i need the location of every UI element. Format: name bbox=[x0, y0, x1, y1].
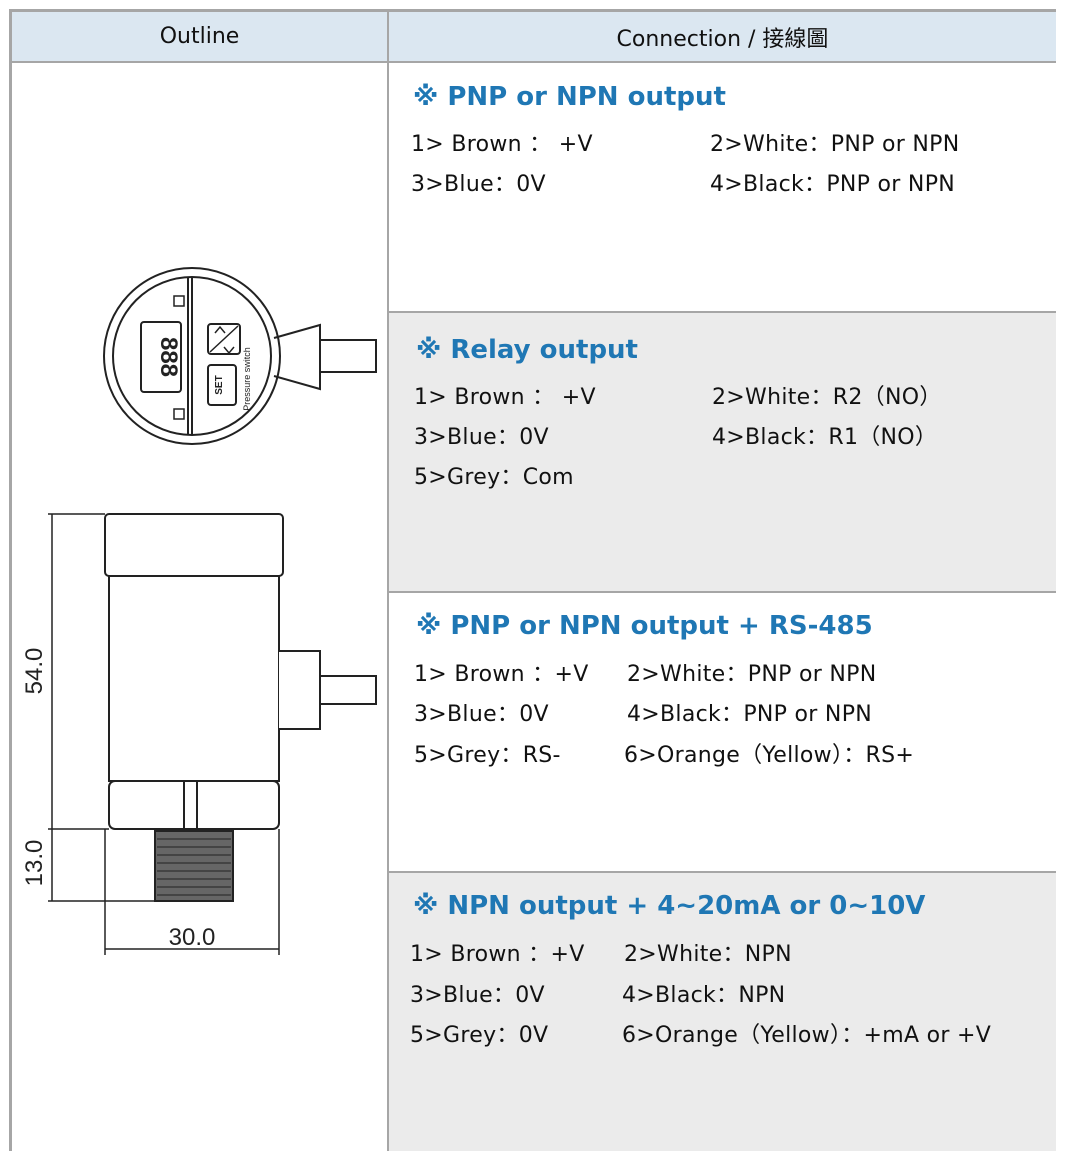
side-thread bbox=[154, 830, 234, 902]
wire-line: 5>Grey：Com bbox=[414, 465, 574, 490]
wire-line: 2>White：PNP or NPN bbox=[710, 132, 960, 157]
display-digits: 888 bbox=[155, 337, 182, 377]
wire-line: 4>Black：PNP or NPN bbox=[710, 172, 956, 197]
wire-line: 3>Blue：0V bbox=[410, 983, 545, 1008]
dim-height-label: 54.0 bbox=[21, 648, 48, 695]
wire-line: 6>Orange（Yellow）：RS+ bbox=[624, 743, 915, 768]
outline-column: 888 SET Pressure switch bbox=[12, 63, 389, 1151]
wire-line: 4>Black：NPN bbox=[622, 983, 786, 1008]
section-relay: ※ Relay output 1> Brown ： +V 2>White：R2（… bbox=[389, 313, 1056, 593]
set-label: SET bbox=[214, 375, 225, 394]
wire-line: 4>Black：R1（NO） bbox=[712, 425, 938, 450]
brand-text: Pressure switch bbox=[242, 347, 252, 411]
side-hex-nut bbox=[108, 780, 280, 830]
section-title: ※ PNP or NPN output bbox=[413, 82, 726, 112]
spec-table: Outline Connection / 接線圖 bbox=[9, 9, 1056, 1151]
dim-width-label: 30.0 bbox=[169, 924, 216, 951]
display-window bbox=[140, 321, 182, 393]
outline-drawing: 888 SET Pressure switch bbox=[21, 267, 377, 955]
wire-line: 2>White：PNP or NPN bbox=[627, 662, 877, 687]
section-pnp-npn: ※ PNP or NPN output 1> Brown ： +V 2>Whit… bbox=[389, 63, 1056, 313]
wire-line: 3>Blue：0V bbox=[411, 172, 546, 197]
wire-line: 2>White：R2（NO） bbox=[712, 385, 942, 410]
top-cable bbox=[319, 339, 377, 373]
outline-header: Outline bbox=[12, 12, 389, 63]
side-body bbox=[108, 575, 280, 782]
connection-header: Connection / 接線圖 bbox=[389, 12, 1056, 63]
wire-line: 5>Grey：0V bbox=[410, 1023, 549, 1048]
wire-line: 6>Orange（Yellow）：+mA or +V bbox=[622, 1023, 992, 1048]
wire-line: 1> Brown ：+V bbox=[410, 942, 585, 967]
wire-line: 1> Brown ：+V bbox=[414, 662, 589, 687]
wire-line: 1> Brown ： +V bbox=[414, 385, 596, 410]
arrow-button bbox=[207, 323, 241, 355]
wire-line: 5>Grey：RS- bbox=[414, 743, 561, 768]
wire-line: 2>White：NPN bbox=[624, 942, 792, 967]
wire-line: 3>Blue：0V bbox=[414, 702, 549, 727]
section-title: ※ Relay output bbox=[416, 335, 638, 365]
dim-thread-label: 13.0 bbox=[21, 840, 48, 887]
wire-line: 4>Black：PNP or NPN bbox=[627, 702, 873, 727]
side-cable bbox=[319, 675, 377, 705]
section-rs485: ※ PNP or NPN output + RS-485 1> Brown ：+… bbox=[389, 593, 1056, 873]
wire-line: 3>Blue：0V bbox=[414, 425, 549, 450]
side-cable-neck bbox=[279, 650, 321, 730]
wire-line: 1> Brown ： +V bbox=[411, 132, 593, 157]
section-title: ※ NPN output + 4~20mA or 0~10V bbox=[413, 891, 926, 921]
set-button-outline bbox=[207, 364, 237, 406]
section-title: ※ PNP or NPN output + RS-485 bbox=[416, 611, 873, 641]
side-cap bbox=[104, 513, 284, 577]
section-analog: ※ NPN output + 4~20mA or 0~10V 1> Brown … bbox=[389, 873, 1056, 1151]
